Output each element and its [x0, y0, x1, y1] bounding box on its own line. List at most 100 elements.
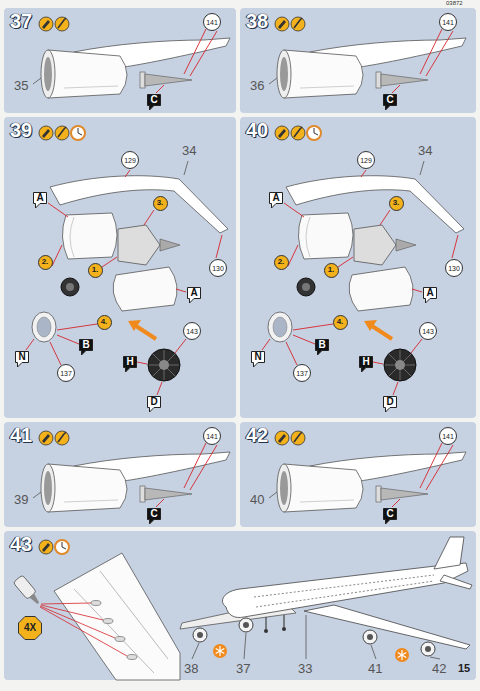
- part-callout: 143: [183, 322, 201, 340]
- step-number: 40: [246, 119, 268, 141]
- color-code: C: [150, 509, 157, 519]
- part-number: 33: [298, 661, 312, 676]
- substep-number: 4.: [337, 318, 344, 326]
- tail-fin: [434, 537, 464, 569]
- part-callout: 143: [419, 322, 437, 340]
- engine: [363, 630, 377, 644]
- color-code: H: [362, 357, 369, 367]
- callout-number: 130: [448, 265, 460, 272]
- flag-shape: [34, 193, 47, 209]
- label-holder: 42: [432, 661, 446, 676]
- callout-number: 137: [60, 370, 72, 377]
- landing-gear: [266, 615, 284, 629]
- callout-number: 141: [442, 433, 454, 440]
- clock-icon: [71, 126, 85, 140]
- step-number: 42: [246, 424, 268, 446]
- color-code: A: [190, 288, 197, 298]
- label-holder: 34: [182, 143, 196, 158]
- color-flag: C: [147, 508, 161, 520]
- flag-shape: [360, 357, 373, 373]
- engine-fan: [197, 632, 203, 638]
- quantity-text: 4X: [24, 623, 36, 633]
- part-number: 38: [184, 661, 198, 676]
- engine-assembly: [33, 29, 230, 98]
- flag-shape: [270, 193, 283, 209]
- color-code: D: [150, 397, 157, 407]
- flag-shape: [124, 357, 137, 373]
- substep-marker: 1.: [88, 263, 103, 278]
- step-number: 39: [10, 119, 32, 141]
- engine: [421, 642, 435, 656]
- step-panel: 40129A3.2.1.130A4.143BNH137D: [240, 117, 476, 418]
- glue-tube: [42, 543, 50, 552]
- leader-lines: [192, 615, 440, 659]
- page-number: 15: [458, 662, 470, 675]
- flag-shape: [384, 509, 397, 525]
- quantity-badge: 4X: [18, 616, 42, 640]
- color-flag: B: [315, 339, 329, 351]
- label-holder: 36: [250, 78, 264, 93]
- flag-shape: [16, 352, 29, 368]
- tool-icons: [39, 17, 69, 31]
- part-number: 40: [250, 492, 264, 507]
- callout-number: 141: [206, 433, 218, 440]
- asterisk: [398, 650, 407, 660]
- callout-number: 143: [186, 328, 198, 335]
- color-flag: N: [15, 351, 29, 363]
- substep-number: 3.: [393, 199, 400, 207]
- flag-shape: [384, 397, 397, 413]
- part-number: 42: [432, 661, 446, 676]
- glue-icon: [39, 540, 53, 554]
- label-holder: 03872: [446, 0, 463, 7]
- color-flag: D: [147, 396, 161, 408]
- color-flag: A: [269, 192, 283, 204]
- clock-icon: [307, 126, 321, 140]
- color-flag: H: [123, 356, 137, 368]
- callout-number: 130: [212, 265, 224, 272]
- substep-marker: 3.: [153, 196, 168, 211]
- part-callout: 141: [203, 427, 221, 445]
- label-holder: 39: [14, 492, 28, 507]
- engine-assembly: [33, 443, 230, 512]
- flag-shape: [148, 509, 161, 525]
- part-callout: 141: [203, 13, 221, 31]
- tool-icons: [275, 17, 305, 31]
- wing-lines: [74, 571, 168, 673]
- color-flag: D: [383, 396, 397, 408]
- part-number: 34: [182, 143, 196, 158]
- step-number: 37: [10, 10, 32, 32]
- color-flag: C: [383, 508, 397, 520]
- part-callout: 141: [439, 13, 457, 31]
- substep-number: 1.: [328, 266, 335, 274]
- color-code: C: [386, 95, 393, 105]
- asterisk: [216, 646, 225, 656]
- label-holder: 40: [250, 492, 264, 507]
- color-code: B: [82, 340, 89, 350]
- attention-star: [213, 644, 227, 658]
- callout-number: 141: [206, 19, 218, 26]
- color-code: A: [36, 193, 43, 203]
- flag-shape: [188, 288, 201, 304]
- color-code: H: [126, 357, 133, 367]
- color-code: N: [254, 352, 261, 362]
- label-holder: 35: [14, 78, 28, 93]
- flag-shape: [384, 95, 397, 111]
- substep-marker: 4.: [97, 315, 112, 330]
- label-holder: 34: [418, 143, 432, 158]
- tool-icons: [275, 431, 305, 445]
- stabilizer: [440, 575, 472, 589]
- wheel: [264, 629, 268, 633]
- color-flag: A: [187, 287, 201, 299]
- color-flag: A: [33, 192, 47, 204]
- attention-star: [395, 648, 409, 662]
- color-flag: B: [79, 339, 93, 351]
- color-code: B: [318, 340, 325, 350]
- callout-number: 143: [422, 328, 434, 335]
- flap-fairing: [91, 601, 101, 606]
- part-number: 34: [418, 143, 432, 158]
- callout-number: 129: [124, 157, 136, 164]
- substep-marker: 4.: [333, 315, 348, 330]
- red-arrows: [40, 603, 127, 656]
